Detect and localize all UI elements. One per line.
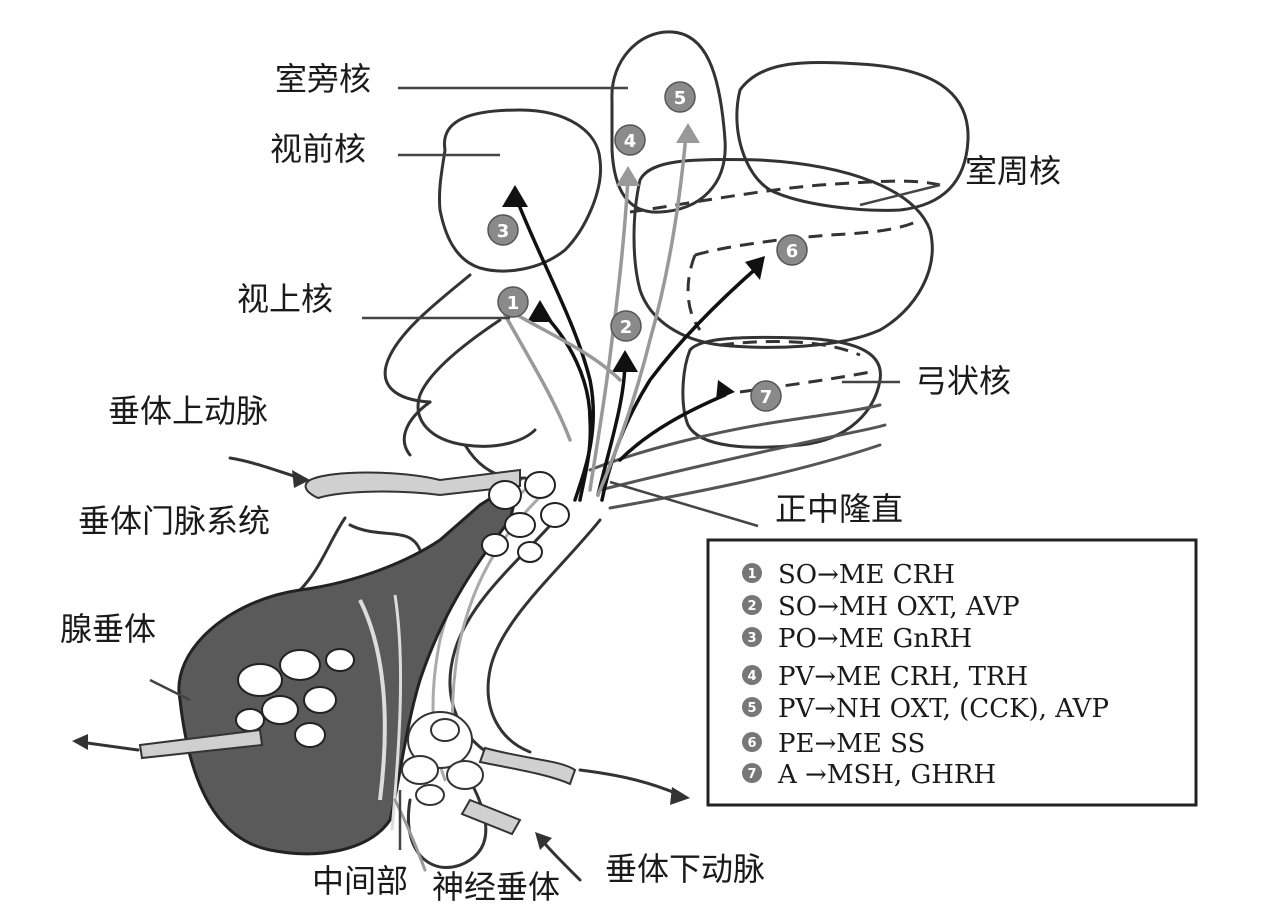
badge-5: 5	[665, 82, 695, 112]
svg-text:PV→ME CRH, TRH: PV→ME CRH, TRH	[778, 662, 1028, 692]
svg-text:PO→ME GnRH: PO→ME GnRH	[778, 624, 972, 654]
label-preoptic: 视前核	[270, 130, 366, 168]
svg-text:6: 6	[786, 241, 799, 262]
label-supraoptic: 视上核	[237, 280, 333, 318]
legend-box: 1 SO→ME CRH 2 SO→MH OXT, AVP 3 PO→ME GnR…	[708, 540, 1196, 805]
badge-1: 1	[498, 287, 528, 317]
svg-text:1: 1	[747, 567, 756, 582]
badge-7: 7	[751, 381, 781, 411]
svg-text:2: 2	[747, 599, 756, 614]
label-portal-system: 垂体门脉系统	[78, 502, 270, 540]
label-inf-hyp-artery: 垂体下动脉	[605, 850, 765, 888]
svg-text:5: 5	[674, 88, 687, 109]
label-sup-hyp-artery: 垂体上动脉	[108, 392, 268, 430]
badge-2: 2	[611, 311, 641, 341]
label-adenohypophysis: 腺垂体	[60, 610, 156, 648]
svg-text:3: 3	[747, 631, 756, 646]
label-intermediate: 中间部	[312, 862, 408, 900]
svg-text:SO→MH OXT, AVP: SO→MH OXT, AVP	[778, 592, 1020, 622]
svg-text:5: 5	[747, 701, 756, 716]
svg-text:7: 7	[747, 767, 756, 782]
label-median-eminence: 正中隆直	[775, 490, 903, 528]
svg-text:2: 2	[620, 317, 633, 338]
svg-text:7: 7	[760, 387, 773, 408]
svg-text:3: 3	[497, 221, 510, 242]
badge-3: 3	[488, 215, 518, 245]
svg-text:PE→ME SS: PE→ME SS	[778, 729, 925, 759]
svg-text:A →MSH, GHRH: A →MSH, GHRH	[777, 760, 996, 790]
svg-text:1: 1	[507, 293, 520, 314]
badge-4: 4	[615, 125, 645, 155]
label-arcuate: 弓状核	[915, 362, 1011, 400]
svg-text:4: 4	[624, 131, 637, 152]
label-paraventricular: 室旁核	[275, 60, 371, 98]
legend-item: 7 A →MSH, GHRH	[742, 760, 996, 790]
svg-text:6: 6	[747, 736, 756, 751]
svg-text:SO→ME CRH: SO→ME CRH	[778, 560, 955, 590]
svg-text:4: 4	[747, 669, 756, 684]
legend-item: 4 PV→ME CRH, TRH	[742, 662, 1028, 692]
legend-item: 2 SO→MH OXT, AVP	[742, 592, 1020, 622]
label-periventricular: 室周核	[965, 152, 1061, 190]
badge-6: 6	[777, 235, 807, 265]
legend-item: 5 PV→NH OXT, (CCK), AVP	[742, 694, 1109, 724]
label-neurohypophysis: 神经垂体	[432, 868, 560, 906]
svg-text:PV→NH OXT, (CCK), AVP: PV→NH OXT, (CCK), AVP	[778, 694, 1109, 724]
